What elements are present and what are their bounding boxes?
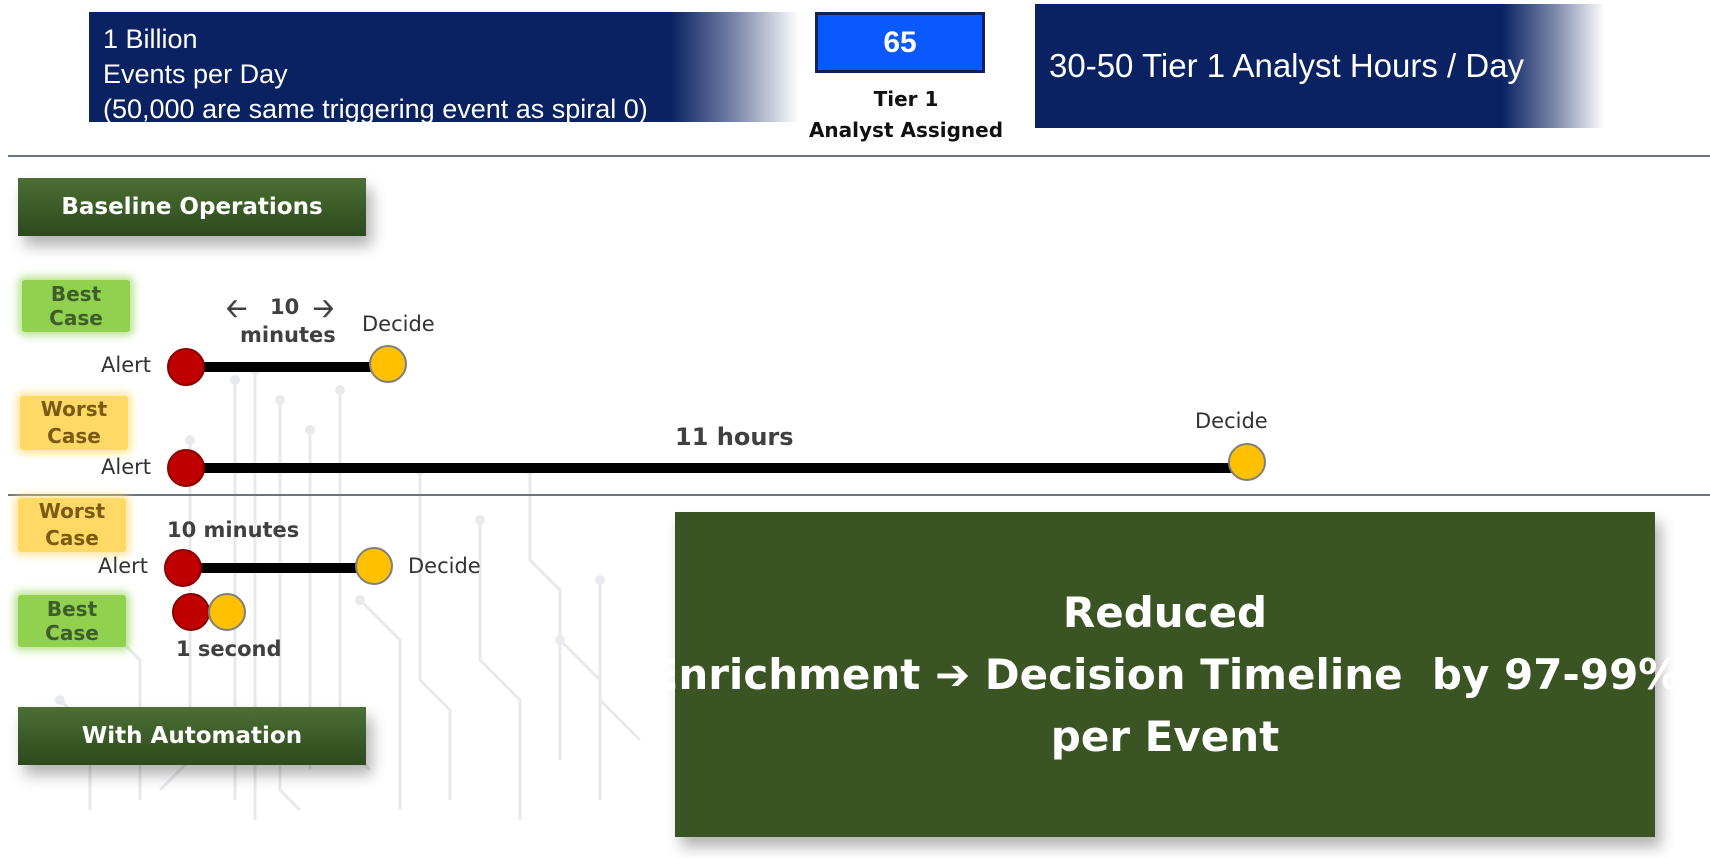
automation-worst-alert-dot <box>164 549 202 587</box>
top-divider <box>8 155 1710 157</box>
reduced-line2: Enrichment ➔ Decision Timeline by 97-99% <box>649 649 1681 699</box>
analyst-count: 65 <box>883 25 917 59</box>
baseline-best-duration-unit: minutes <box>240 323 336 347</box>
baseline-best-decide-dot <box>369 345 407 383</box>
with-automation-title: With Automation <box>81 723 303 749</box>
baseline-worst-alert-dot <box>167 449 205 487</box>
events-note: (50,000 are same triggering event as spi… <box>103 94 648 124</box>
automation-worst-case-label: Worst Case <box>18 498 126 552</box>
automation-best-decide-dot <box>208 593 246 631</box>
baseline-worst-timeline-bar <box>200 463 1245 473</box>
analyst-caption: Tier 1 Analyst Assigned <box>795 84 1017 146</box>
baseline-best-alert-label: Alert <box>101 353 151 377</box>
automation-worst-decide-dot <box>355 547 393 585</box>
analyst-hours-text: 30-50 Tier 1 Analyst Hours / Day <box>1049 47 1525 84</box>
baseline-operations-header: Baseline Operations <box>18 178 366 236</box>
baseline-best-timeline-bar <box>200 362 375 372</box>
reduced-timeline-panel: Reduced Enrichment ➔ Decision Timeline b… <box>650 512 1680 837</box>
analyst-assigned-label: Analyst Assigned <box>808 118 1004 142</box>
events-per-day-banner: 1 Billion Events per Day (50,000 are sam… <box>89 12 799 124</box>
automation-worst-alert-label: Alert <box>98 554 148 578</box>
baseline-worst-duration: 11 hours <box>675 423 794 451</box>
baseline-best-case-label: Best Case <box>22 280 130 332</box>
baseline-best-decide-label: Decide <box>362 312 435 336</box>
baseline-worst-alert-label: Alert <box>101 455 151 479</box>
with-automation-header: With Automation <box>18 707 366 765</box>
left-arrow-icon: 🡠 <box>226 294 248 324</box>
baseline-best-duration-value: 10 <box>270 295 300 319</box>
automation-best-duration: 1 second <box>176 637 282 661</box>
automation-worst-timeline-bar <box>195 563 370 573</box>
reduced-line1: Reduced <box>1062 587 1268 637</box>
events-count: 1 Billion <box>103 24 198 54</box>
events-rate: Events per Day <box>103 59 288 89</box>
analyst-count-box: 65 <box>815 12 985 73</box>
reduced-line3: per Event <box>1050 711 1280 761</box>
automation-worst-decide-label: Decide <box>408 554 481 578</box>
automation-best-case-label: Best Case <box>18 595 126 647</box>
middle-divider <box>8 494 1710 496</box>
baseline-best-alert-dot <box>167 348 205 386</box>
analyst-hours-banner: 30-50 Tier 1 Analyst Hours / Day <box>1035 4 1605 128</box>
baseline-operations-title: Baseline Operations <box>61 194 323 220</box>
baseline-worst-decide-label: Decide <box>1195 409 1268 433</box>
automation-worst-duration: 10 minutes <box>167 518 300 542</box>
baseline-worst-decide-dot <box>1228 443 1266 481</box>
analyst-tier-label: Tier 1 <box>873 87 939 111</box>
right-arrow-icon: 🡢 <box>313 294 335 324</box>
baseline-worst-case-label: Worst Case <box>20 396 128 450</box>
automation-best-alert-dot <box>172 593 210 631</box>
